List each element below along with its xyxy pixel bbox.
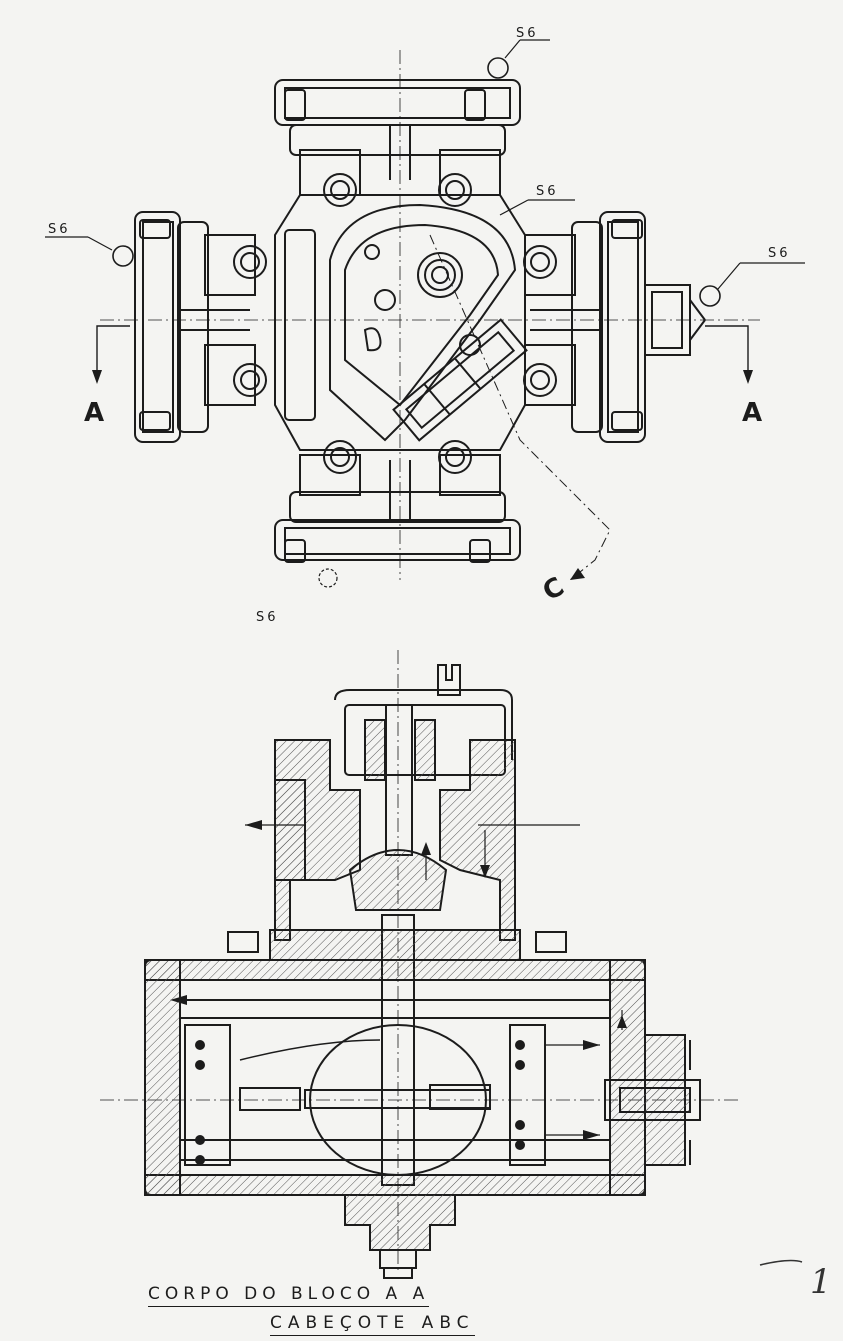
label-s6-center: S6 (536, 184, 559, 199)
corner-mark (760, 1261, 802, 1265)
main-body (234, 174, 556, 473)
section-mark-a-right: A (742, 398, 763, 428)
bottom-flange (275, 455, 520, 562)
title-corpo-do-bloco: CORPO DO BLOCO A A (148, 1284, 430, 1307)
label-s6-top: S6 (516, 26, 539, 41)
section-line-c (429, 234, 611, 581)
left-flange (135, 212, 255, 442)
shaft-upper (386, 705, 412, 855)
section-view (100, 650, 740, 1278)
sheet-number: 1 (810, 1262, 834, 1302)
title-cabecote: CABEÇOTE ABC (270, 1313, 475, 1336)
label-s6-right: S6 (768, 246, 791, 261)
head-cabecote (330, 205, 526, 440)
label-s6-left: S6 (48, 222, 71, 237)
crank-disc (310, 1025, 486, 1175)
s6-balloon-left (113, 246, 133, 266)
top-view (45, 40, 805, 587)
top-flange (275, 80, 520, 195)
right-flange (525, 212, 705, 442)
s6-balloon-top (488, 58, 508, 78)
section-line-a-left (96, 325, 130, 375)
label-s6-loose: S6 (256, 610, 279, 625)
s6-leader-center (500, 200, 528, 215)
s6-balloon-right (700, 286, 720, 306)
section-mark-a-left: A (84, 398, 105, 428)
drain-plug-bottom (319, 569, 337, 587)
section-line-a-right (705, 325, 749, 375)
